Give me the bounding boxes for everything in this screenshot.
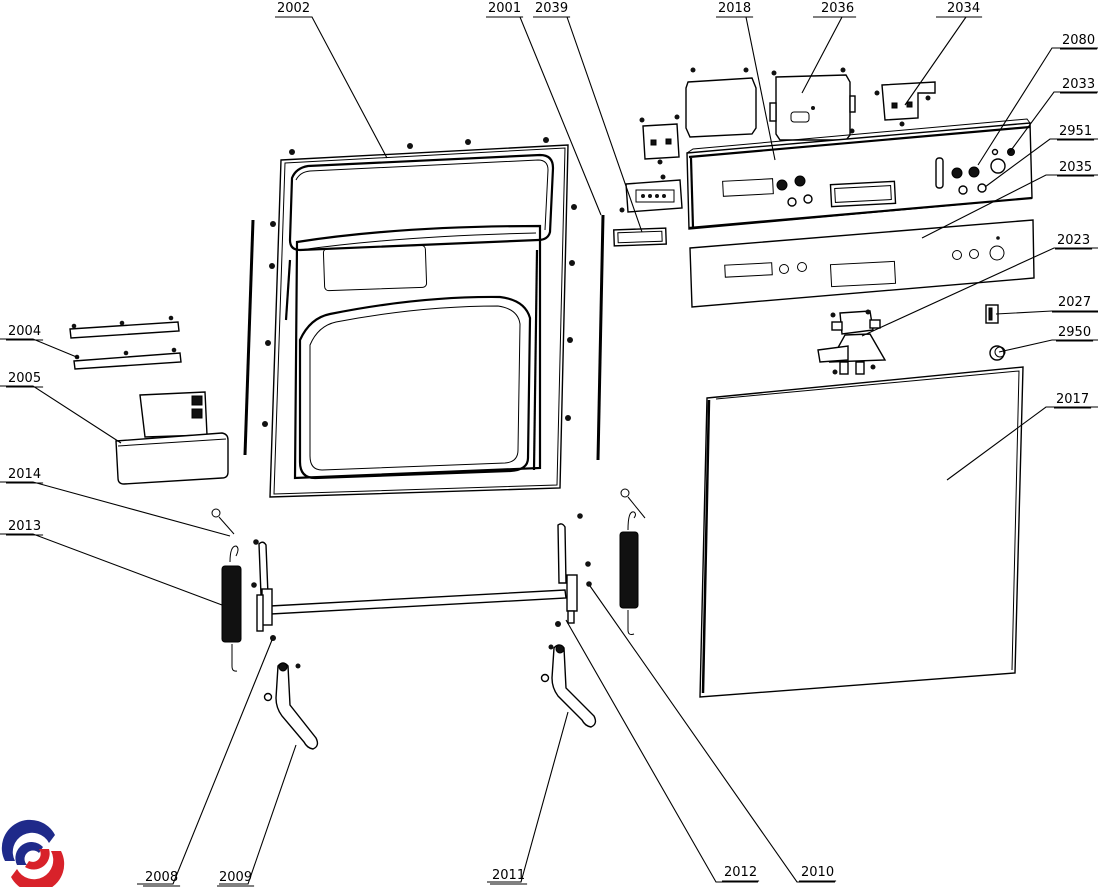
callout-2010: 2010: [801, 865, 834, 880]
callout-2080: 2080: [1062, 33, 1095, 48]
knob: [989, 345, 1006, 361]
switch-board: [874, 81, 936, 127]
callout-2035: 2035: [1059, 160, 1092, 175]
door-switch: [985, 304, 999, 324]
relay-board: [685, 67, 757, 138]
display-board: [619, 174, 683, 213]
spring-hooks: [211, 488, 646, 535]
panel-screws: [262, 137, 577, 427]
callout-2017: 2017: [1056, 392, 1089, 407]
callout-2018: 2018: [718, 1, 751, 16]
callout-2034: 2034: [947, 1, 980, 16]
detergent-dispenser: [115, 391, 229, 485]
control-panel-membrane: [689, 219, 1035, 308]
callout-2002: 2002: [277, 1, 310, 16]
callout-2011: 2011: [492, 868, 525, 883]
callout-2001: 2001: [488, 1, 521, 16]
callout-2013: 2013: [8, 519, 41, 534]
callout-2950: 2950: [1058, 325, 1091, 340]
callout-2033: 2033: [1062, 77, 1095, 92]
hinge-bar-assembly: [256, 523, 578, 632]
callout-2004: 2004: [8, 324, 41, 339]
small-switch-board: [639, 114, 680, 165]
display-window: [613, 227, 667, 247]
callout-2012: 2012: [724, 865, 757, 880]
callout-2027: 2027: [1058, 295, 1091, 310]
side-seal-strips: [243, 214, 605, 461]
callout-2008: 2008: [145, 870, 178, 885]
control-panel-housing: [686, 118, 1033, 230]
callout-labels: 2002 2001 2039 2018 2036 2034 2080 2033 …: [6, 1, 1098, 887]
bottom-bracket: [69, 315, 182, 370]
left-hinge: [263, 662, 319, 750]
inner-door-panel: [262, 137, 577, 498]
callout-2005: 2005: [8, 371, 41, 386]
callout-2039: 2039: [535, 1, 568, 16]
callout-2036: 2036: [821, 1, 854, 16]
right-hinge: [540, 644, 597, 728]
door-lock: [817, 309, 887, 375]
main-control-board: [769, 67, 856, 141]
door-springs: [221, 511, 639, 672]
brand-swirl-logo: [1, 819, 65, 887]
callout-2951: 2951: [1059, 124, 1092, 139]
callout-2014: 2014: [8, 467, 41, 482]
callout-2009: 2009: [219, 870, 252, 885]
outer-door-panel: [699, 366, 1024, 698]
callout-2023: 2023: [1057, 233, 1090, 248]
hinge-screws: [251, 513, 592, 641]
